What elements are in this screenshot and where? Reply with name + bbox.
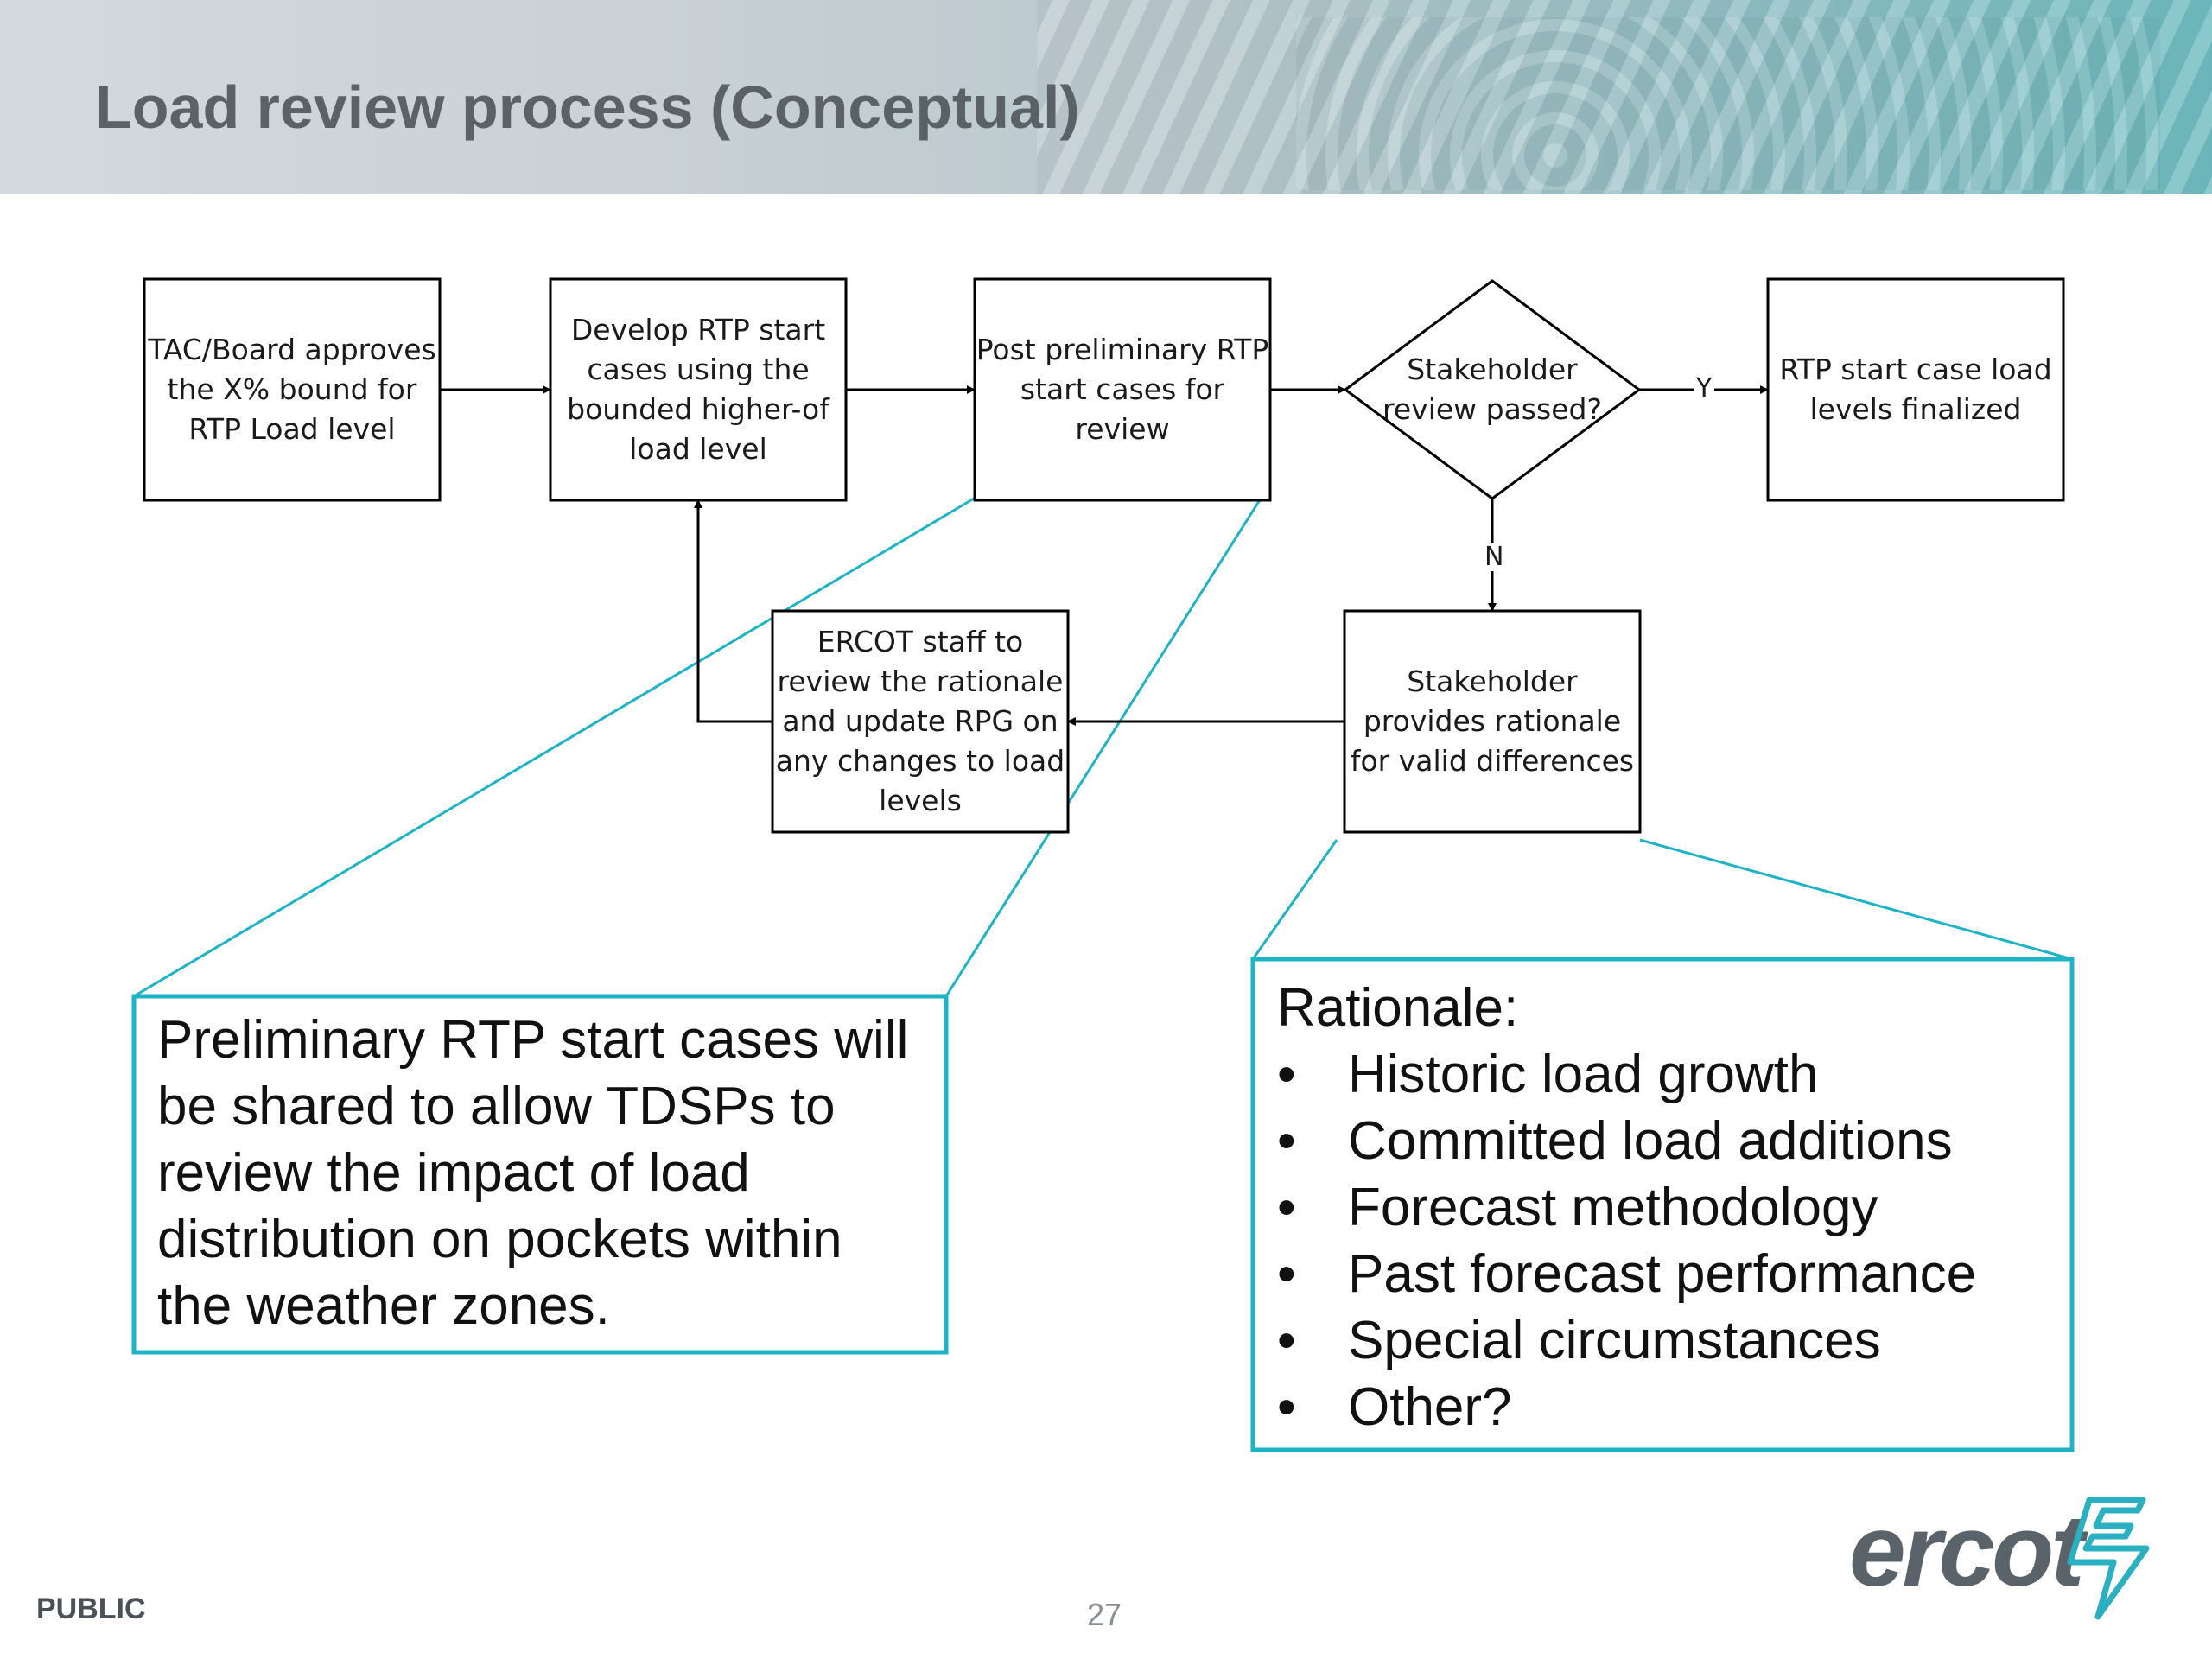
bullet-icon: • [1277,1311,1296,1370]
callout-frames [131,957,2075,1452]
rationale-item-text: Historic load growth [1348,1045,1819,1104]
header-texture [1037,0,2212,194]
lightning-bolt-icon [2067,1497,2150,1620]
node-develop: Develop RTP start cases using the bounde… [567,313,830,466]
page-number: 27 [1087,1597,1122,1632]
edge-label-no: N [1482,543,1507,571]
node-finalized-box [1766,277,2065,502]
bullet-icon: • [1277,1377,1296,1437]
node-ercot-review: ERCOT staff to review the rationale and … [775,625,1065,817]
callout-right: Rationale: • Historic load growth • Committ… [1277,975,2055,1440]
rationale-item-text: Forecast methodology [1348,1178,1878,1237]
node-stakeholder-rationale-box [1343,609,1642,834]
node-stakeholder-rationale: Stakeholder provides rationale for valid… [1350,664,1635,778]
rationale-item: • Historic load growth [1277,1041,2055,1108]
header-banner: Load review process (Conceptual) [0,0,2212,194]
flow-nodes [143,277,2065,834]
ercot-logo: ercot [1849,1486,2160,1620]
node-tac-board: TAC/Board approves the X% bound for RTP … [148,333,436,446]
flow-connectors [440,385,1769,726]
header-texture-overlay [1296,17,2160,190]
callout-left-text: Preliminary RTP start cases will be shar… [157,1010,909,1336]
node-post: Post preliminary RTP start cases for rev… [976,333,1269,446]
rationale-list: • Historic load growth • Committed load add… [1277,1041,2055,1440]
node-post-box [973,277,1272,502]
leader-line-left-a [133,497,975,998]
callout-left-frame [131,994,949,1355]
rationale-item: • Forecast methodology [1277,1174,2055,1241]
rationale-item-text: Other? [1348,1377,1512,1437]
leader-line-right-b [1639,838,2073,961]
edge-ercot-to-develop [694,499,772,723]
rationale-item-text: Special circumstances [1348,1311,1881,1370]
bullet-icon: • [1277,1244,1296,1304]
rationale-item: • Other? [1277,1374,2055,1440]
edge-label-yes: Y [1694,375,1715,403]
page-title: Load review process (Conceptual) [95,73,1080,141]
node-finalized: RTP start case load levels finalized [1779,353,2052,426]
leader-line-left-b [944,498,1262,997]
callout-leaders [133,497,2073,998]
node-tac-board-box [143,277,442,502]
node-ercot-review-box [771,609,1070,834]
callout-right-heading: Rationale: [1277,978,1519,1038]
leader-line-right-a [1251,839,1338,960]
bullet-icon: • [1277,1178,1296,1237]
rationale-item: • Past forecast performance [1277,1241,2055,1307]
node-decision: Stakeholder review passed? [1382,353,1602,426]
rationale-item-text: Past forecast performance [1348,1244,1977,1304]
classification-label: PUBLIC [36,1592,146,1625]
bullet-icon: • [1277,1045,1296,1104]
rationale-item: • Special circumstances [1277,1307,2055,1374]
callout-right-frame [1250,957,2075,1452]
bullet-icon: • [1277,1111,1296,1171]
logo-wordmark: ercot [1849,1494,2085,1608]
rationale-item-text: Committed load additions [1348,1111,1953,1171]
rationale-item: • Committed load additions [1277,1108,2055,1174]
